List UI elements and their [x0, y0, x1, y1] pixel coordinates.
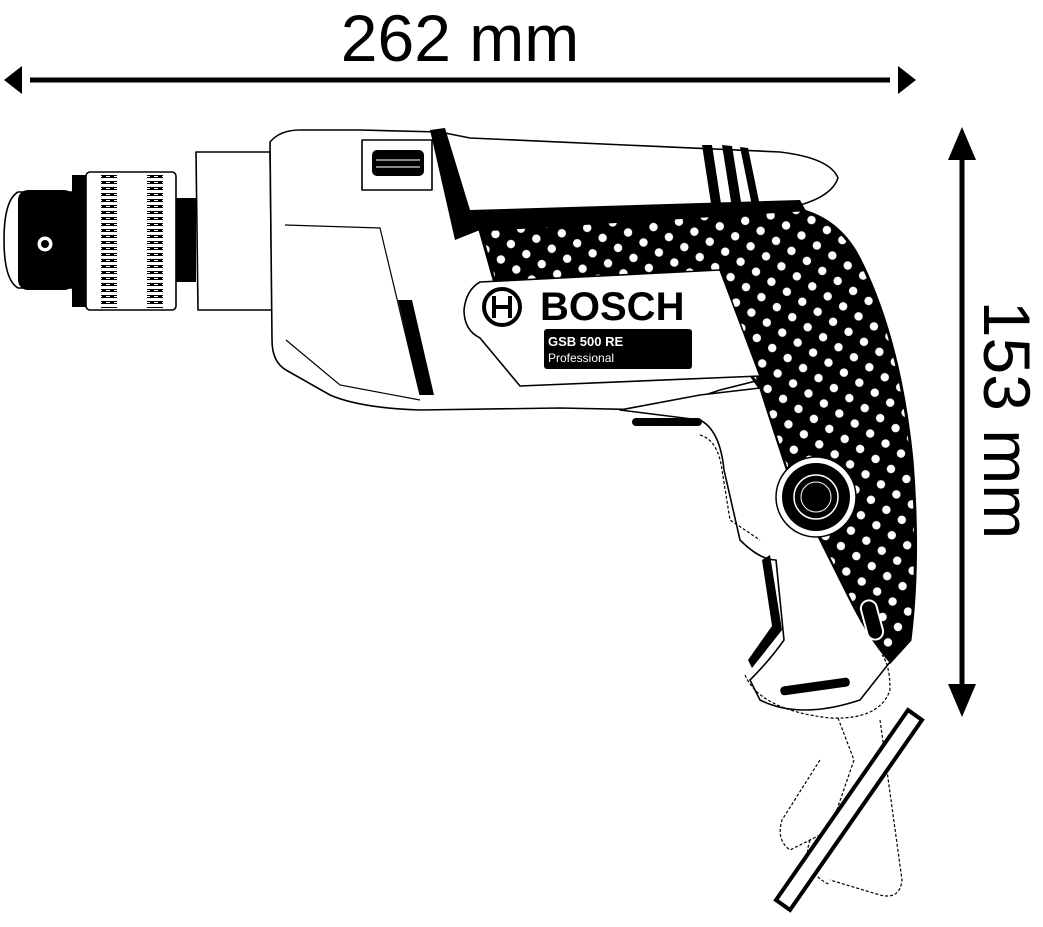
power-cord — [773, 707, 925, 913]
arrow-right-icon — [898, 66, 916, 94]
length-dimension: 262 mm — [4, 1, 916, 94]
housing-accent-band — [430, 128, 810, 240]
model-label: GSB 500 RE — [548, 334, 623, 349]
drill-illustration: BOSCH GSB 500 RE Professional — [3, 128, 925, 913]
brand-label: BOSCH — [540, 285, 684, 329]
height-dimension-label: 153 mm — [970, 301, 1043, 539]
bosch-logo-icon — [482, 287, 522, 327]
product-line-label: Professional — [548, 351, 614, 365]
model-badge — [544, 329, 692, 369]
side-dial — [775, 456, 857, 538]
length-dimension-label: 262 mm — [341, 1, 579, 75]
grip-tag — [859, 599, 885, 641]
gear-housing — [195, 151, 273, 311]
arrow-up-icon — [948, 127, 976, 160]
arrow-down-icon — [948, 684, 976, 717]
vent-stripes — [702, 145, 760, 210]
keyless-chuck — [3, 171, 196, 311]
arrow-left-icon — [4, 66, 22, 94]
height-dimension: 153 mm — [948, 127, 1043, 717]
